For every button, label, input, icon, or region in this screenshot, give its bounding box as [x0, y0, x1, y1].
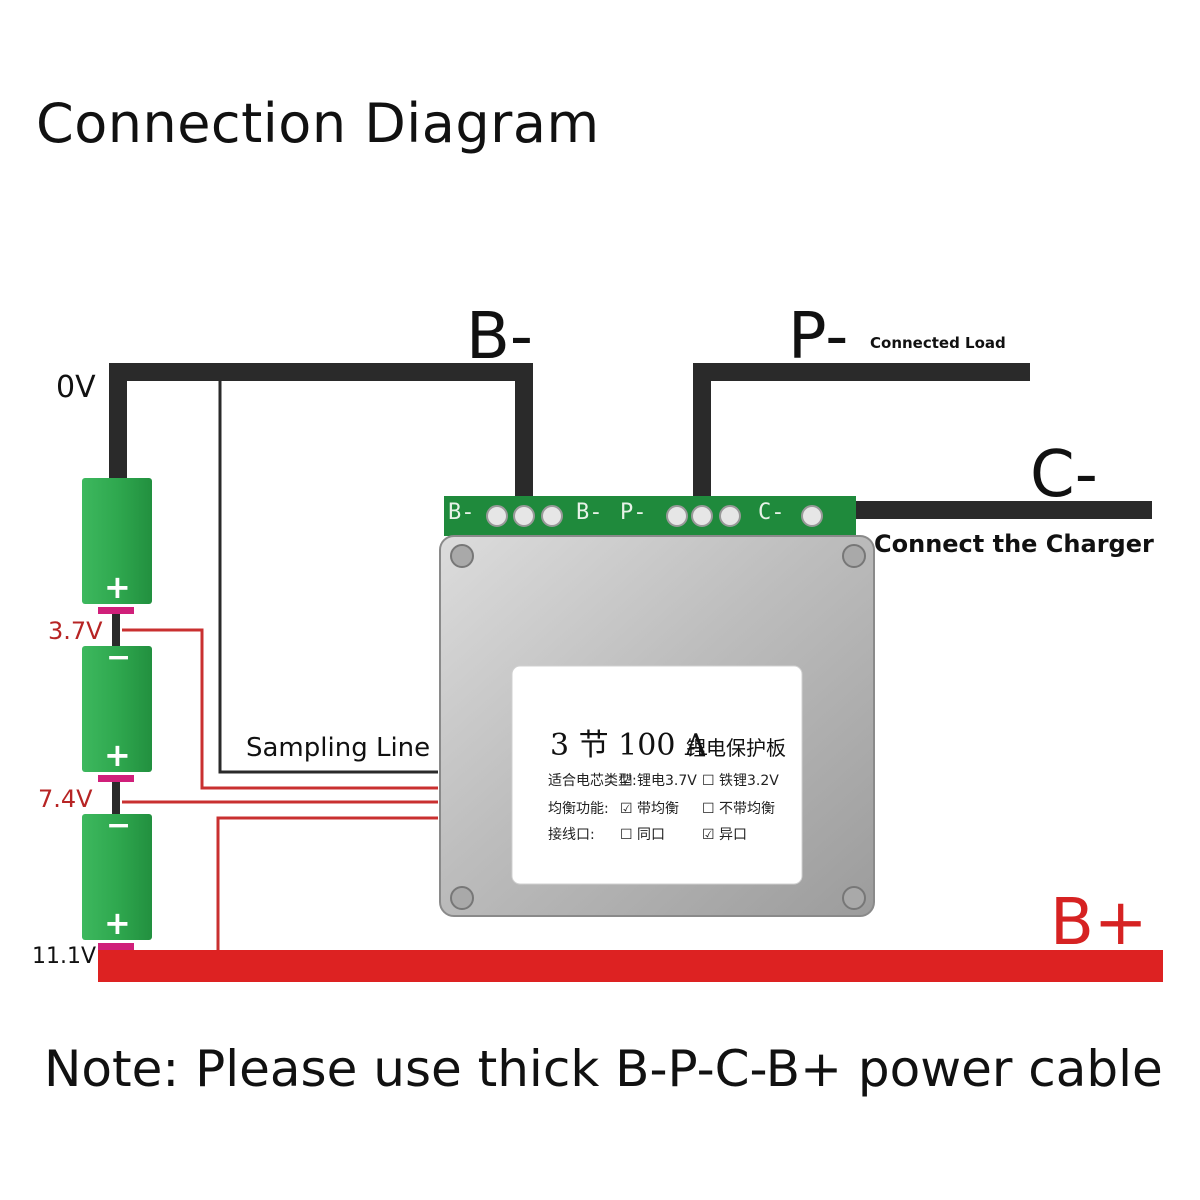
cell-2-minus: −: [106, 640, 132, 675]
board-label-spec: 3 节 100 A: [550, 728, 707, 763]
connect-charger-label: Connect the Charger: [874, 530, 1154, 558]
board-label-row-2-opt-a: ☑ 带均衡: [620, 801, 680, 817]
sampling-line-label: Sampling Line: [246, 733, 431, 763]
screw-top-right: [842, 544, 866, 568]
screw-bottom-left: [450, 886, 474, 910]
board-label-row-2-key: 均衡功能:: [548, 801, 609, 817]
board-label-row-1-opt-a: ☑ 锂电3.7V: [620, 773, 697, 789]
pad-label-p-minus: P-: [620, 500, 647, 525]
sense-lines: [122, 628, 438, 950]
cell-connector-3: [98, 943, 134, 950]
pcb-terminal-strip: [444, 496, 856, 536]
board-label-row-3-key: 接线口:: [548, 827, 595, 843]
cell-3-plus: +: [104, 904, 131, 942]
board-label-row-1-key: 适合电芯类型:: [548, 773, 637, 789]
battery-cell-1: [82, 478, 152, 604]
cell-3-minus: −: [106, 808, 132, 843]
cell-connector-1: [98, 607, 134, 614]
voltage-7-4v: 7.4V: [38, 785, 93, 813]
connected-load-label: Connected Load: [870, 334, 1006, 352]
b-minus-cable: [109, 363, 533, 520]
board-label-row-3-opt-a: ☐ 同口: [620, 827, 666, 843]
voltage-0v: 0V: [56, 370, 96, 405]
p-minus-cable: [693, 363, 1030, 520]
pad-label-c-minus: C-: [758, 500, 785, 525]
voltage-11-1v: 11.1V: [32, 944, 97, 969]
c-minus-terminal-label: C-: [1030, 438, 1098, 512]
sense-line-11-1v: [216, 816, 438, 950]
screw-bottom-right: [842, 886, 866, 910]
cell-1-plus: +: [104, 568, 131, 606]
p-minus-terminal-label: P-: [788, 300, 849, 374]
board-label-sticker: [511, 665, 803, 885]
page-title: Connection Diagram: [36, 92, 600, 155]
pad-label-b-minus-1: B-: [448, 500, 475, 525]
sense-line-3-7v: [122, 628, 438, 790]
board-label-row-3-opt-b: ☑ 异口: [702, 827, 748, 843]
battery-pack: [82, 478, 152, 950]
pad-label-b-minus-2: B-: [576, 500, 603, 525]
b-minus-terminal-label: B-: [466, 300, 533, 374]
cell-2-plus: +: [104, 736, 131, 774]
board-label-row-2-opt-b: ☐ 不带均衡: [702, 801, 776, 817]
cell-connector-2: [98, 775, 134, 782]
bms-board: [439, 535, 875, 917]
b-plus-cable: [98, 950, 1163, 982]
voltage-3-7v: 3.7V: [48, 617, 103, 645]
sampling-line-0v: [218, 380, 438, 774]
b-plus-terminal-label: B+: [1050, 886, 1148, 960]
cable-note: Note: Please use thick B-P-C-B+ power ca…: [44, 1040, 1163, 1098]
screw-top-left: [450, 544, 474, 568]
battery-cell-2: [82, 646, 152, 772]
board-label-row-1-opt-b: ☐ 铁锂3.2V: [702, 773, 779, 789]
battery-cell-3: [82, 814, 152, 940]
board-label-title: 锂电保护板: [686, 736, 786, 760]
